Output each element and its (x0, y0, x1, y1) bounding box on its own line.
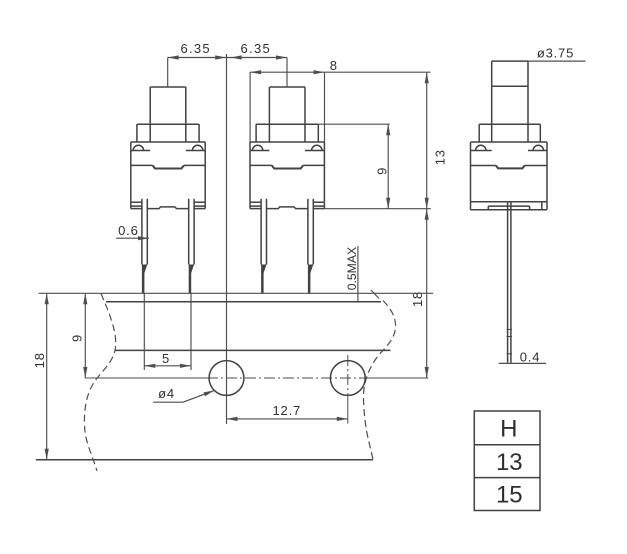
svg-text:18: 18 (410, 291, 425, 307)
svg-text:12.7: 12.7 (273, 403, 302, 418)
svg-text:ø3.75: ø3.75 (537, 46, 574, 61)
svg-text:13: 13 (432, 149, 447, 165)
svg-text:0.4: 0.4 (520, 350, 540, 365)
svg-text:15: 15 (496, 482, 523, 509)
svg-text:9: 9 (69, 334, 84, 342)
svg-text:6.35: 6.35 (241, 41, 272, 56)
svg-text:8: 8 (330, 58, 338, 73)
svg-text:ø4: ø4 (158, 386, 175, 401)
svg-text:H: H (500, 416, 517, 443)
svg-text:0.6: 0.6 (118, 223, 138, 238)
svg-text:18: 18 (32, 352, 47, 368)
svg-text:13: 13 (496, 449, 523, 476)
svg-text:0.5MAX: 0.5MAX (345, 247, 359, 290)
svg-text:6.35: 6.35 (180, 41, 211, 56)
svg-text:9: 9 (374, 167, 389, 175)
svg-text:5: 5 (162, 351, 170, 366)
